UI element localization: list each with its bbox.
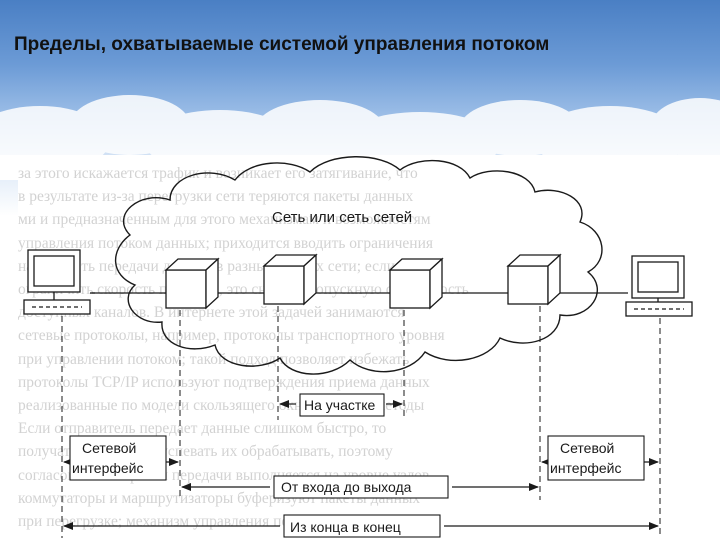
background-text-line: Если отправитель передает данные слишком…	[18, 420, 387, 438]
local-scope-label: На участке	[304, 397, 376, 413]
background-text-line: ми и предназначенным для этого механизма…	[18, 211, 431, 229]
right-interface-label-line1: Сетевой	[560, 440, 614, 456]
background-text-line: в результате из-за перегрузки сети теряю…	[18, 188, 414, 206]
left-interface-label-line1: Сетевой	[82, 440, 136, 456]
network-label: Сеть или сеть сетей	[272, 209, 412, 226]
right-computer-icon	[625, 255, 693, 317]
background-text-line: доступных каналов. В интернете этой зада…	[18, 304, 405, 322]
slide-title: Пределы, охватываемые системой управлени…	[14, 34, 550, 55]
left-computer-icon	[23, 249, 91, 315]
router-node-3	[388, 257, 444, 310]
right-interface-label-line2: интерфейс	[550, 460, 622, 476]
entry-exit-label: От входа до выхода	[281, 479, 412, 495]
router-node-2	[262, 253, 318, 306]
background-text-line: протоколы TCP/IP используют подтверждени…	[18, 373, 430, 391]
background-text-line: при управлении потоком; такой подход поз…	[18, 350, 410, 368]
router-node-1	[164, 257, 220, 310]
background-text-line: управления потоком данных; приходится вв…	[18, 234, 434, 252]
background-text-line: ограничить скорость передачи, это снизит…	[18, 281, 469, 299]
end-to-end-label: Из конца в конец	[290, 519, 401, 535]
background-text-line: сетевые протоколы, например, протоколы т…	[18, 327, 445, 345]
left-interface-label-line2: интерфейс	[72, 460, 144, 476]
router-node-4	[506, 253, 562, 306]
